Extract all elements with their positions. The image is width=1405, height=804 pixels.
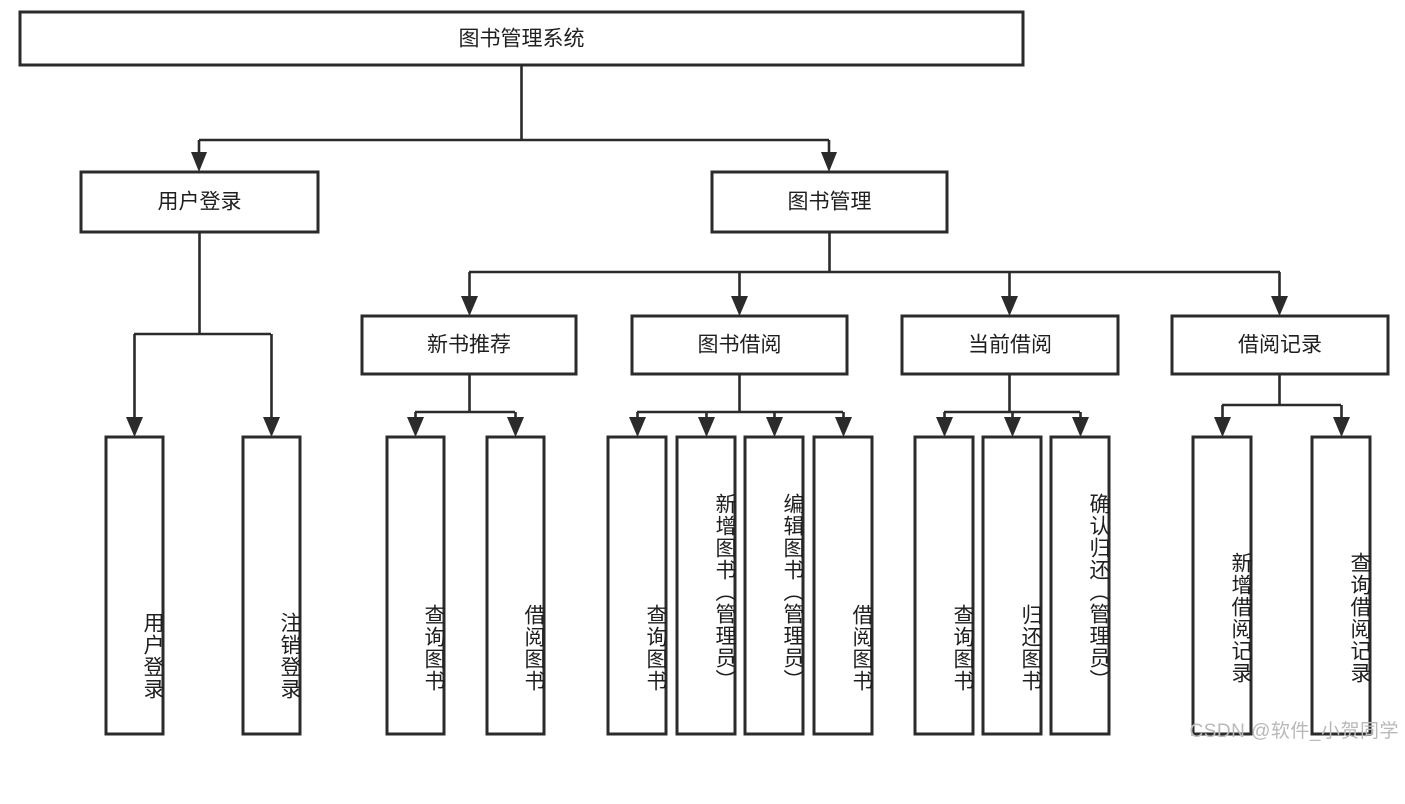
arrowhead-leaf-logout-login [263, 417, 280, 437]
arrowhead-leaf-user-login [126, 417, 143, 437]
node-new-book-recommend-label: 新书推荐 [427, 334, 511, 357]
node-current-borrow-label: 当前借阅 [968, 334, 1052, 357]
arrowhead-current-borrow [1001, 296, 1018, 316]
node-leaf-borrow-book-1[interactable] [485, 435, 546, 736]
node-leaf-confirm-return-admin[interactable] [1049, 435, 1111, 736]
node-root[interactable] [18, 10, 1025, 67]
node-borrow-record-label: 借阅记录 [1238, 334, 1322, 357]
node-root-label: 图书管理系统 [459, 28, 585, 51]
node-leaf-add-book-admin[interactable] [675, 435, 737, 736]
arrowhead-leaf-query-borrow-record [1333, 417, 1350, 437]
arrowhead-leaf-query-book-1 [407, 417, 424, 437]
arrowhead-user-login [191, 152, 207, 172]
node-book-borrow-label: 图书借阅 [698, 334, 782, 357]
node-leaf-return-book[interactable] [981, 435, 1043, 736]
arrowhead-leaf-query-book-3 [936, 417, 953, 437]
arrowhead-leaf-borrow-book-1 [507, 417, 524, 437]
node-leaf-user-login[interactable] [104, 435, 165, 736]
node-book-management-label: 图书管理 [788, 191, 872, 214]
arrowhead-leaf-borrow-book-2 [835, 417, 852, 437]
node-new-book-recommend[interactable] [360, 314, 578, 376]
arrowhead-leaf-query-book-2 [629, 417, 646, 437]
node-borrow-record[interactable] [1170, 314, 1390, 376]
node-leaf-add-borrow-record[interactable] [1191, 435, 1253, 736]
node-leaf-query-book-1[interactable] [385, 435, 446, 736]
arrowhead-leaf-add-book-admin [698, 417, 715, 437]
node-leaf-query-book-2[interactable] [606, 435, 668, 736]
arrowhead-leaf-edit-book-admin [766, 417, 783, 437]
arrowhead-leaf-return-book [1004, 417, 1021, 437]
arrowhead-leaf-confirm-return-admin [1072, 417, 1089, 437]
node-book-borrow[interactable] [630, 314, 849, 376]
node-leaf-logout-login[interactable] [241, 435, 302, 736]
csdn-watermark: CSDN @软件_小贺同学 [1189, 721, 1399, 742]
arrowhead-book-borrow [731, 296, 748, 316]
flowchart-canvas: 图书管理系统 用户登录 图书管理 新书推荐 图书借阅 当前借阅 借阅记录 [18, 10, 1399, 742]
arrowhead-new-book-recommend [461, 296, 478, 316]
node-layer: 图书管理系统 用户登录 图书管理 新书推荐 图书借阅 当前借阅 借阅记录 [18, 10, 1390, 736]
flowchart-svg: 图书管理系统 用户登录 图书管理 新书推荐 图书借阅 当前借阅 借阅记录 [18, 10, 1390, 736]
arrowhead-book-management [821, 152, 837, 172]
node-current-borrow[interactable] [900, 314, 1120, 376]
node-leaf-edit-book-admin[interactable] [743, 435, 805, 736]
node-book-management[interactable] [710, 170, 949, 234]
node-user-login-label: 用户登录 [158, 191, 242, 214]
node-leaf-borrow-book-2[interactable] [812, 435, 874, 736]
node-leaf-query-book-3[interactable] [913, 435, 975, 736]
node-leaf-query-borrow-record[interactable] [1310, 435, 1372, 736]
connector-layer [126, 65, 1350, 437]
node-user-login[interactable] [79, 170, 320, 234]
arrowhead-borrow-record [1271, 296, 1288, 316]
arrowhead-leaf-add-borrow-record [1214, 417, 1231, 437]
